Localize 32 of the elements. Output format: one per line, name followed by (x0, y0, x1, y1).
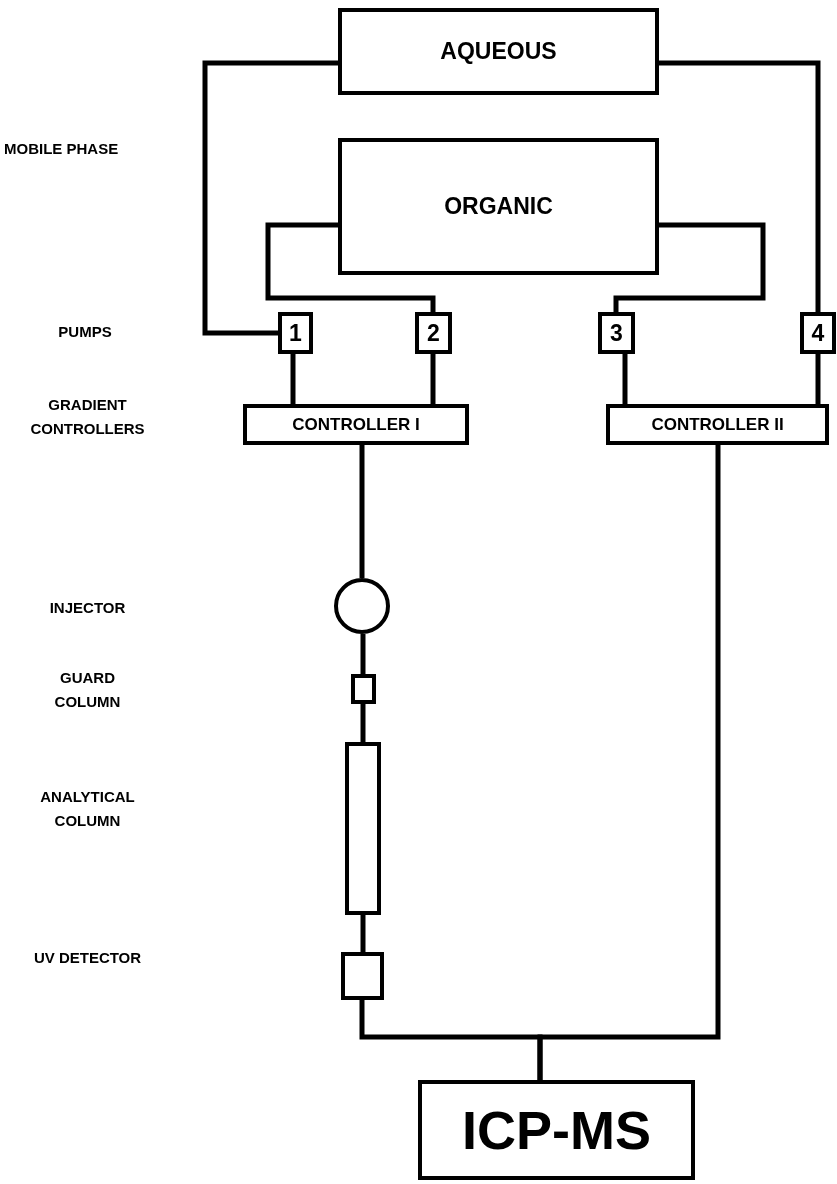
connector-line (290, 354, 296, 404)
connector-line (360, 704, 366, 742)
connector-line (815, 354, 821, 404)
connector-line (359, 445, 365, 578)
component-label: GUARD COLUMN (53, 668, 122, 712)
connector-line (360, 634, 366, 674)
component-label: PUMPS (57, 322, 113, 342)
connector-line (360, 915, 366, 952)
analytical-column-bar (345, 742, 381, 915)
controller-box: CONTROLLER II (606, 404, 829, 445)
component-label: INJECTOR (48, 598, 127, 618)
pump-box: 1 (278, 312, 313, 354)
connector-line (537, 445, 721, 1080)
connector-line (613, 222, 766, 312)
component-label: UV DETECTOR (32, 948, 143, 968)
connector-line (202, 60, 338, 336)
guard-column-box (351, 674, 376, 704)
connector-line (659, 60, 821, 312)
component-label: GRADIENT CONTROLLERS (30, 395, 145, 439)
connector-line (430, 354, 436, 404)
pump-box: 2 (415, 312, 452, 354)
controller-box: CONTROLLER I (243, 404, 469, 445)
pump-box: 4 (800, 312, 836, 354)
reservoir-box: ORGANIC (338, 138, 659, 275)
uv-detector-box (341, 952, 384, 1000)
connector-line (265, 222, 436, 312)
component-label: MOBILE PHASE (4, 139, 120, 159)
reservoir-box: AQUEOUS (338, 8, 659, 95)
connector-line (622, 354, 628, 404)
icp-ms-box: ICP-MS (418, 1080, 695, 1180)
component-label: ANALYTICAL COLUMN (39, 787, 136, 831)
pump-box: 3 (598, 312, 635, 354)
